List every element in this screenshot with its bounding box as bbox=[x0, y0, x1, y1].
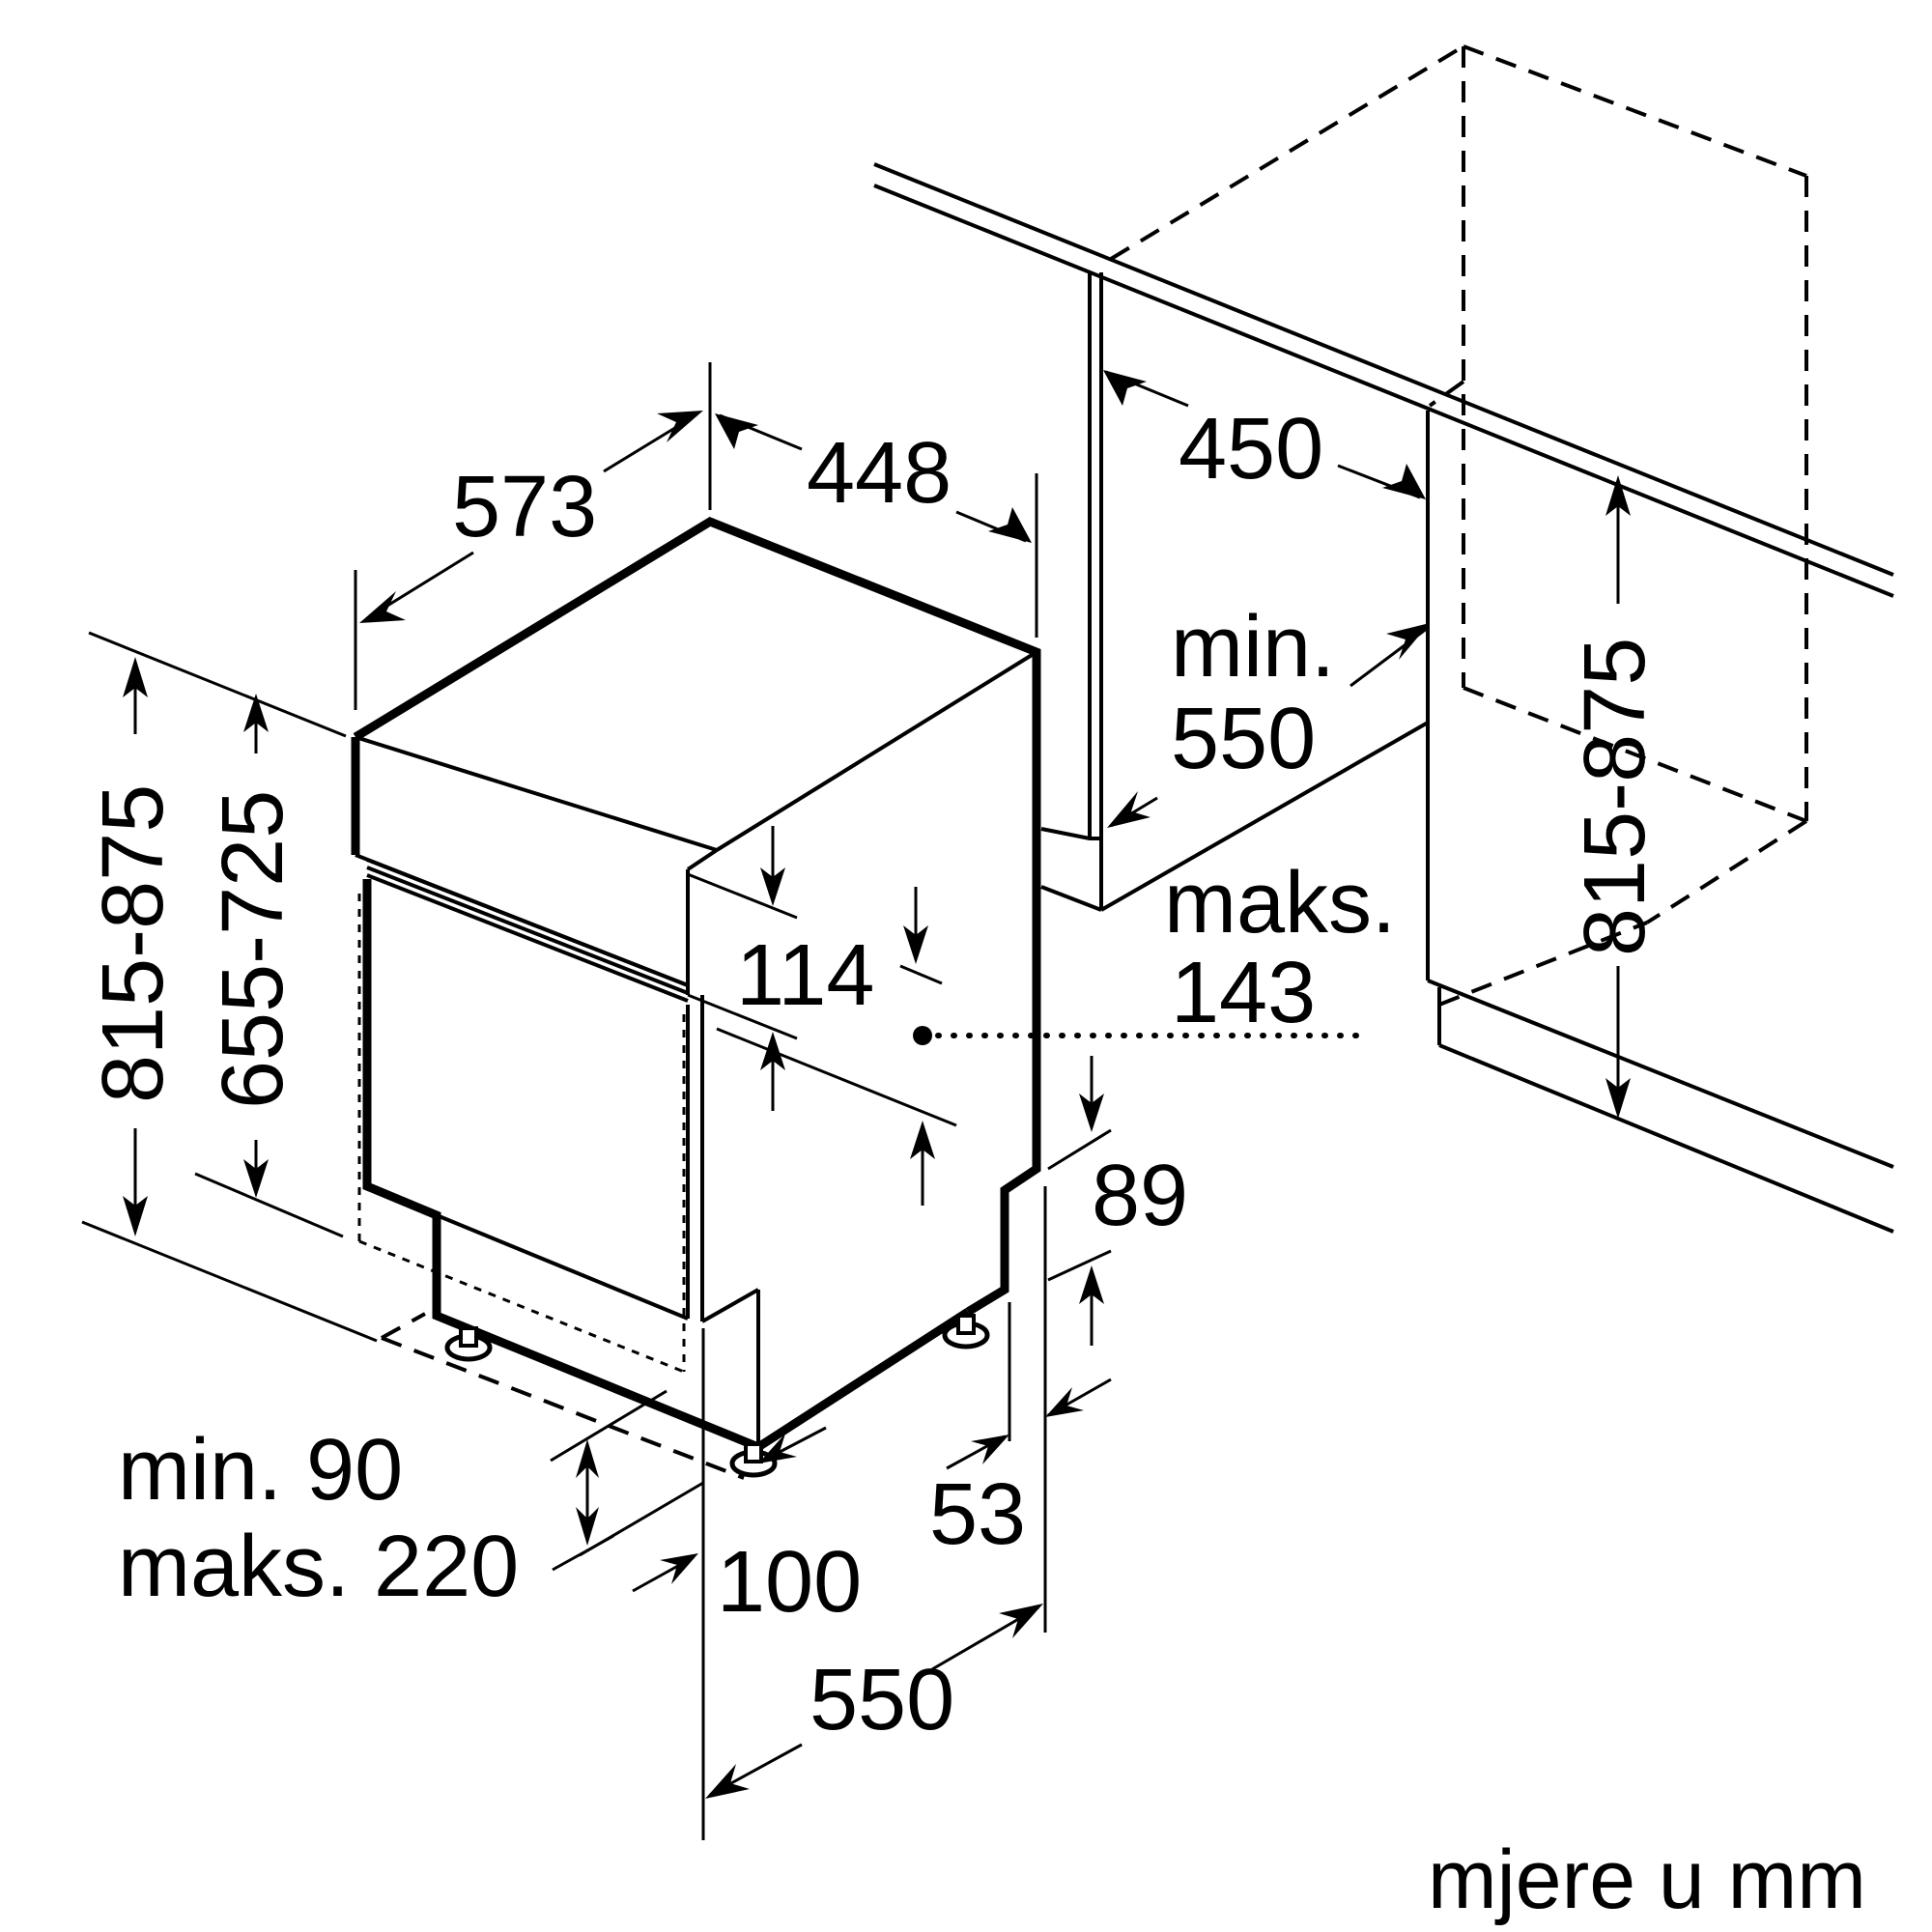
units-note: mjere u mm bbox=[1428, 1833, 1866, 1926]
dimension-lines bbox=[81, 362, 1631, 1840]
label-53: 53 bbox=[929, 1466, 1026, 1563]
label-height-right: 815-875 bbox=[1567, 638, 1663, 956]
label-100: 100 bbox=[717, 1534, 862, 1631]
dishwasher-body bbox=[351, 516, 1041, 1480]
label-maks-143: 143 bbox=[1171, 945, 1316, 1041]
label-height-left-outer: 815-875 bbox=[85, 784, 182, 1103]
dishwasher-feet bbox=[444, 1314, 990, 1478]
label-min: min. bbox=[1171, 599, 1335, 696]
label-89: 89 bbox=[1092, 1148, 1188, 1244]
foot-front-left bbox=[444, 1326, 493, 1362]
foot-back-right bbox=[942, 1314, 990, 1350]
label-450: 450 bbox=[1179, 401, 1323, 497]
label-448: 448 bbox=[807, 425, 952, 522]
label-min-90: min. 90 bbox=[118, 1422, 403, 1519]
label-114: 114 bbox=[736, 927, 874, 1024]
label-height-left-inner: 655-725 bbox=[205, 790, 301, 1109]
label-maks: maks. bbox=[1164, 855, 1396, 952]
label-min-550: 550 bbox=[1171, 691, 1316, 787]
label-maks-220: maks. 220 bbox=[118, 1519, 519, 1615]
label-550-bottom: 550 bbox=[810, 1652, 954, 1748]
label-573: 573 bbox=[452, 459, 597, 555]
cabinet-niche bbox=[873, 44, 1894, 1234]
